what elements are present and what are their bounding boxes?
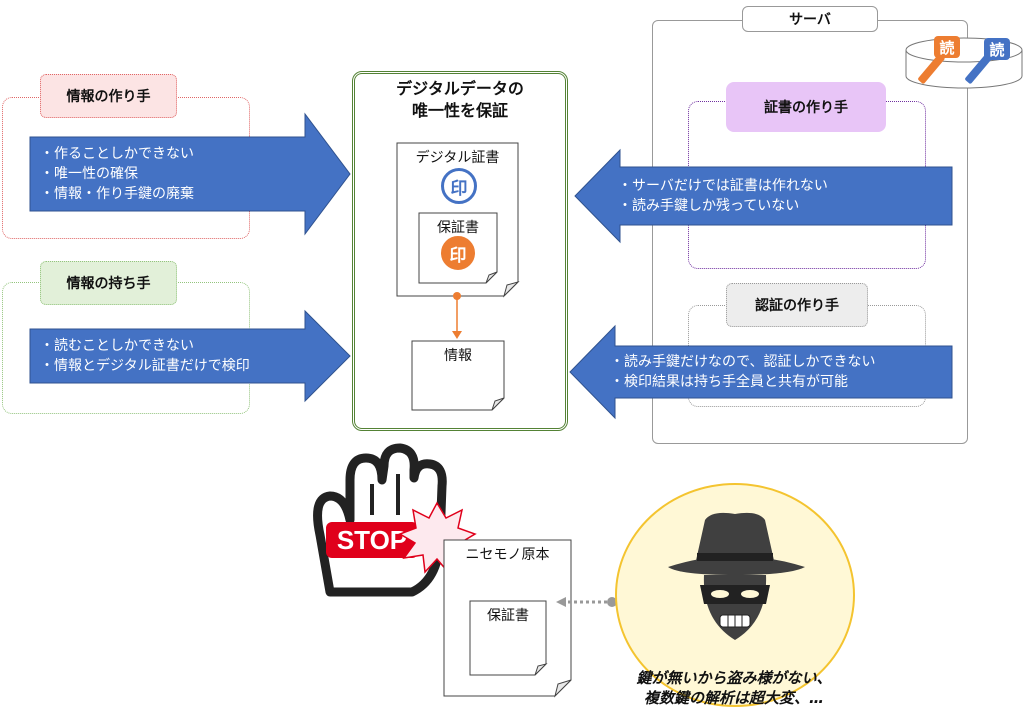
center-title-line1: デジタルデータの bbox=[396, 79, 524, 98]
auth-creator-items: ・読み手鍵だけなので、認証しかできない ・検印結果は持ち手全員と共有が可能 bbox=[610, 352, 875, 392]
creator-item-2: ・唯一性の確保 bbox=[40, 166, 138, 182]
cert-creator-label: 証書の作り手 bbox=[726, 82, 886, 132]
creator-label: 情報の作り手 bbox=[40, 74, 177, 118]
auth-creator-item-2: ・検印結果は持ち手全員と共有が可能 bbox=[610, 374, 848, 390]
thief-caption-line2: 複数鍵の解析は超大変、… bbox=[643, 689, 824, 707]
stop-text: STOP bbox=[336, 525, 408, 555]
stop-banner bbox=[326, 522, 418, 558]
center-title: デジタルデータの 唯一性を保証 bbox=[352, 78, 568, 122]
holder-items: ・読むことしかできない ・情報とデジタル証書だけで検印 bbox=[40, 336, 250, 376]
key-blue-label: 読 bbox=[989, 41, 1005, 59]
center-title-line2: 唯一性を保証 bbox=[411, 101, 508, 120]
center-panel bbox=[352, 71, 568, 431]
cert-creator-item-2: ・読み手鍵しか残っていない bbox=[618, 198, 800, 214]
thief-caption-line1: 鍵が無いから盗み様がない、 bbox=[636, 669, 832, 687]
auth-creator-label: 認証の作り手 bbox=[726, 283, 868, 327]
cert-creator-item-1: ・サーバだけでは証書は作れない bbox=[618, 178, 828, 194]
creator-item-1: ・作ることしかできない bbox=[40, 146, 194, 162]
holder-label: 情報の持ち手 bbox=[40, 261, 177, 305]
fake-original-title: ニセモノ原本 bbox=[465, 547, 550, 563]
cert-creator-items: ・サーバだけでは証書は作れない ・読み手鍵しか残っていない bbox=[618, 176, 828, 216]
creator-items: ・作ることしかできない ・唯一性の確保 ・情報・作り手鍵の廃棄 bbox=[40, 144, 194, 204]
stamp-orange-icon: 印 bbox=[441, 236, 475, 270]
fake-warranty-title: 保証書 bbox=[487, 608, 529, 624]
thief-caption: 鍵が無いから盗み様がない、 複数鍵の解析は超大変、… bbox=[604, 668, 864, 708]
server-label: サーバ bbox=[742, 6, 878, 32]
warranty-title: 保証書 bbox=[437, 220, 479, 236]
holder-item-2: ・情報とデジタル証書だけで検印 bbox=[40, 358, 250, 374]
holder-item-1: ・読むことしかできない bbox=[40, 338, 194, 354]
creator-item-3: ・情報・作り手鍵の廃棄 bbox=[40, 186, 194, 202]
info-title: 情報 bbox=[444, 348, 472, 364]
auth-creator-item-1: ・読み手鍵だけなので、認証しかできない bbox=[610, 354, 876, 370]
stamp-blue-icon: 印 bbox=[441, 168, 477, 204]
key-orange-label: 読 bbox=[939, 39, 955, 57]
digital-cert-title: デジタル証書 bbox=[415, 150, 500, 166]
